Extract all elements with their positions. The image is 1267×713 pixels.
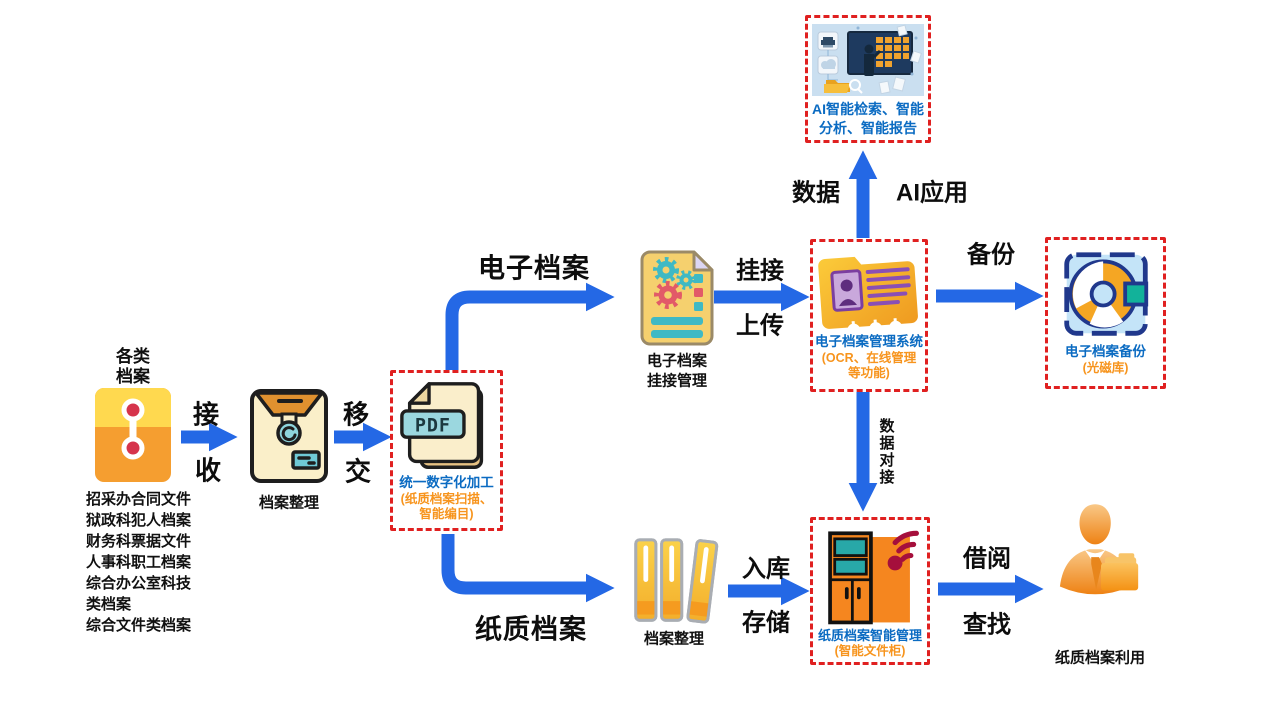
e-backup-box: 电子档案备份 (光磁库) bbox=[1045, 237, 1166, 389]
e-backup-subtitle: (光磁库) bbox=[1082, 360, 1129, 375]
e-archive-system-box: 电子档案管理系统 (OCR、在线管理 等功能) bbox=[810, 239, 928, 392]
person-with-folder-icon bbox=[1059, 504, 1139, 595]
optical-disc-icon bbox=[1063, 252, 1148, 336]
edge-electronic-label: 电子档案 bbox=[478, 253, 590, 284]
paper-smart-mgmt-subtitle: (智能文件柜) bbox=[834, 644, 906, 659]
edge-link-bottom: 上传 bbox=[736, 312, 784, 340]
pdf-file-icon: PDF bbox=[400, 382, 484, 469]
edge-data-connect-label: 数据对接 bbox=[877, 418, 895, 486]
edge-receive-top: 接 bbox=[192, 399, 220, 430]
ai-apps-label: AI智能检索、智能 分析、智能报告 bbox=[812, 101, 924, 136]
e-archive-system-subtitle: (OCR、在线管理 等功能) bbox=[821, 350, 917, 380]
source-envelope-node bbox=[95, 388, 171, 487]
e-archive-linking-label: 电子档案 挂接管理 bbox=[646, 352, 708, 390]
paper-sorting-label: 档案整理 bbox=[643, 630, 705, 648]
digitization-title: 统一数字化加工 bbox=[399, 475, 494, 490]
folder-id-card-icon bbox=[818, 256, 918, 334]
edge-borrow-top: 借阅 bbox=[963, 545, 1011, 573]
paper-smart-mgmt-box: 纸质档案智能管理 (智能文件柜) bbox=[810, 517, 930, 665]
binders-icon bbox=[634, 538, 719, 624]
e-archive-system-title: 电子档案管理系统 bbox=[815, 334, 923, 349]
paper-sorting-node bbox=[630, 535, 722, 632]
ai-whiteboard-illustration bbox=[812, 24, 924, 96]
envelope-string-tie-icon bbox=[95, 388, 171, 482]
document-gears-icon bbox=[640, 250, 714, 346]
source-archive-list: 招采办合同文件 狱政科犯人档案 财务科票据文件 人事科职工档案 综合办公室科技 … bbox=[86, 491, 192, 634]
arrow-paper-elbow bbox=[441, 534, 615, 603]
edge-data-label: 数据 bbox=[792, 179, 840, 207]
source-group-title: 各类 档案 bbox=[116, 347, 150, 386]
paper-usage-node bbox=[1056, 502, 1146, 627]
archive-sorting-front-label: 档案整理 bbox=[258, 494, 320, 512]
edge-receive-bottom: 收 bbox=[194, 455, 222, 486]
edge-ai-app-label: AI应用 bbox=[896, 179, 968, 207]
edge-storage-top: 入库 bbox=[742, 555, 790, 583]
paper-smart-mgmt-title: 纸质档案智能管理 bbox=[817, 628, 922, 643]
arrow-electronic-elbow bbox=[445, 282, 615, 371]
pdf-label-text: PDF bbox=[415, 415, 451, 436]
ai-apps-box: AI智能检索、智能 分析、智能报告 bbox=[805, 15, 931, 143]
edge-storage-bottom: 存储 bbox=[742, 609, 790, 637]
edge-paper-label: 纸质档案 bbox=[475, 614, 587, 645]
edge-backup-label: 备份 bbox=[967, 241, 1015, 269]
archive-sorting-front-node bbox=[249, 388, 329, 489]
edge-transfer-bottom: 交 bbox=[344, 456, 372, 487]
edge-transfer-top: 移 bbox=[342, 399, 370, 430]
smart-cabinet-rfid-icon bbox=[828, 530, 919, 625]
edge-borrow-bottom: 查找 bbox=[963, 611, 1011, 639]
digitization-subtitle: (纸质档案扫描、 智能编目) bbox=[400, 491, 493, 521]
envelope-clasp-icon bbox=[250, 389, 328, 483]
edge-link-top: 挂接 bbox=[736, 257, 784, 285]
e-archive-linking-node bbox=[638, 248, 716, 353]
digitization-box: PDF 统一数字化加工 (纸质档案扫描、 智能编目) bbox=[390, 370, 503, 531]
e-backup-title: 电子档案备份 bbox=[1065, 344, 1146, 359]
paper-usage-label: 纸质档案利用 bbox=[1054, 649, 1146, 667]
